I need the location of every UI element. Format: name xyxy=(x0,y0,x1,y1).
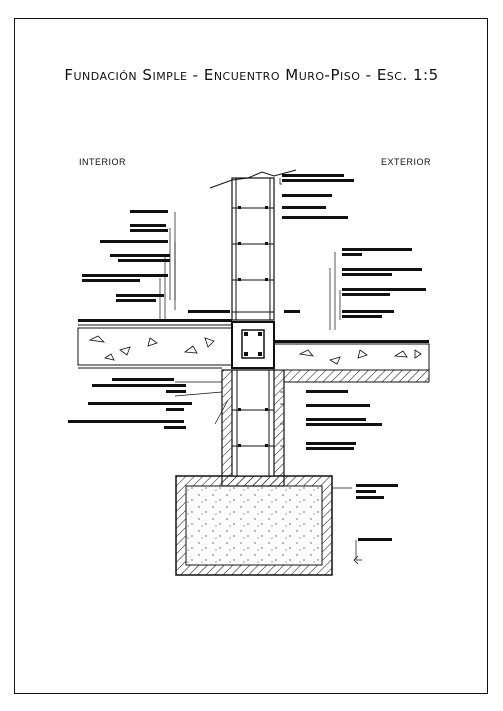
wall xyxy=(209,169,297,321)
drawing-border xyxy=(14,18,488,694)
stem-wall xyxy=(231,369,275,477)
annotations xyxy=(159,178,362,561)
exterior-label: EXTERIOR xyxy=(381,157,432,167)
interior-label: INTERIOR xyxy=(79,157,127,167)
floor-slabs xyxy=(77,319,430,383)
drawing-title: Fundación Simple - Encuentro Muro-Piso -… xyxy=(64,66,439,84)
level-marker-icon xyxy=(353,555,359,565)
annotation-text-bars xyxy=(68,174,426,541)
bond-beam xyxy=(231,321,275,369)
